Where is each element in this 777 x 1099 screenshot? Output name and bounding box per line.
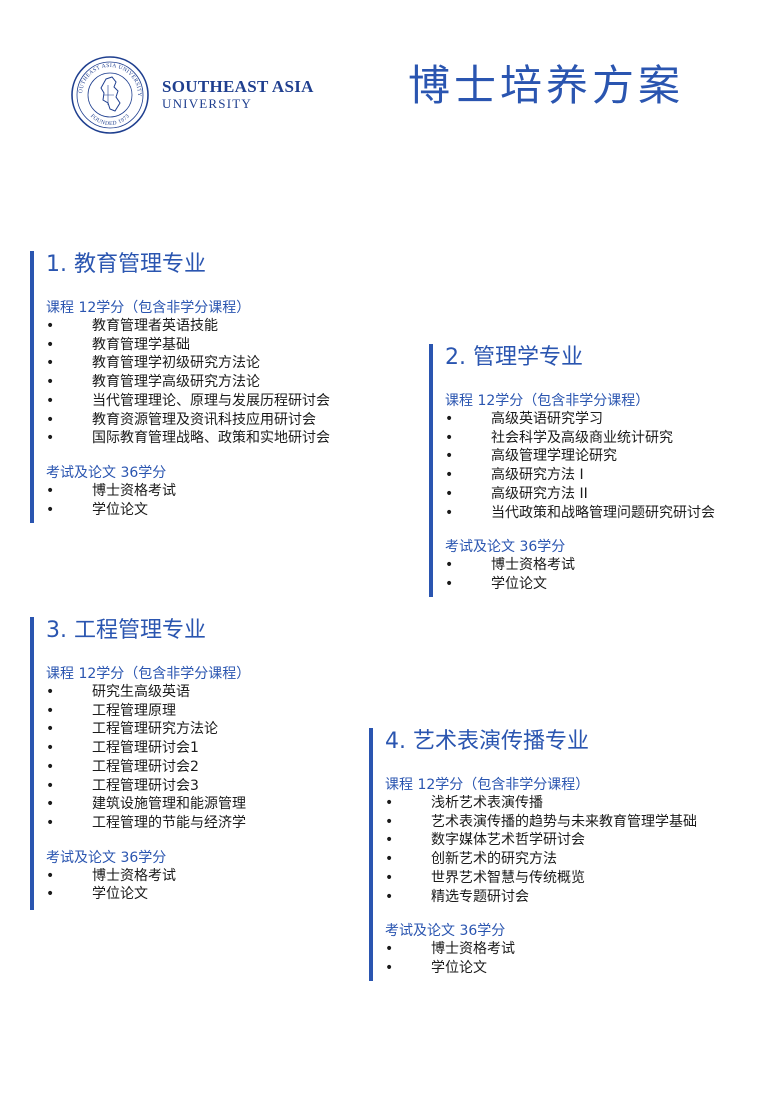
list-item: 教育管理学基础 — [46, 336, 426, 355]
section-title: 4. 艺术表演传播专业 — [385, 729, 589, 754]
list-item: 建筑设施管理和能源管理 — [46, 795, 346, 814]
section-engineering-management: 3. 工程管理专业 课程 12学分（包含非学分课程） 研究生高级英语 工程管理原… — [30, 617, 346, 910]
section-education-management: 1. 教育管理专业 课程 12学分（包含非学分课程） 教育管理者英语技能 教育管… — [30, 251, 426, 523]
courses-heading: 课程 12学分（包含非学分课程） — [385, 777, 590, 793]
list-item: 博士资格考试 — [385, 940, 765, 959]
list-item: 教育管理学初级研究方法论 — [46, 354, 426, 373]
university-logo: SOUTHEAST ASIA UNIVERSITY FOUNDED 1973 S… — [70, 55, 350, 135]
exam-list: 博士资格考试 学位论文 — [445, 556, 775, 593]
list-item: 高级管理学理论研究 — [445, 447, 775, 466]
section-title: 2. 管理学专业 — [445, 345, 583, 370]
seal-bottom-text: FOUNDED 1973 — [89, 113, 131, 127]
course-list: 研究生高级英语 工程管理原理 工程管理研究方法论 工程管理研讨会1 工程管理研讨… — [46, 683, 346, 833]
list-item: 浅析艺术表演传播 — [385, 794, 765, 813]
list-item: 工程管理研讨会1 — [46, 739, 346, 758]
list-item: 高级研究方法 I — [445, 466, 775, 485]
course-list: 高级英语研究学习 社会科学及高级商业统计研究 高级管理学理论研究 高级研究方法 … — [445, 410, 775, 522]
exam-heading: 考试及论文 36学分 — [46, 849, 167, 866]
list-item: 当代管理理论、原理与发展历程研讨会 — [46, 392, 426, 411]
list-item: 数字媒体艺术哲学研讨会 — [385, 831, 765, 850]
section-performing-arts-communication: 4. 艺术表演传播专业 课程 12学分（包含非学分课程） 浅析艺术表演传播 艺术… — [369, 728, 765, 981]
list-item: 精选专题研讨会 — [385, 888, 765, 907]
list-item: 学位论文 — [46, 885, 346, 904]
university-name-line2: UNIVERSITY — [162, 96, 252, 111]
list-item: 学位论文 — [46, 501, 426, 520]
exam-heading: 考试及论文 36学分 — [46, 464, 167, 481]
list-item: 教育管理学高级研究方法论 — [46, 373, 426, 392]
section-title: 1. 教育管理专业 — [46, 252, 206, 277]
section-management: 2. 管理学专业 课程 12学分（包含非学分课程） 高级英语研究学习 社会科学及… — [429, 344, 775, 597]
course-list: 教育管理者英语技能 教育管理学基础 教育管理学初级研究方法论 教育管理学高级研究… — [46, 317, 426, 448]
list-item: 世界艺术智慧与传统概览 — [385, 869, 765, 888]
list-item: 当代政策和战略管理问题研究研讨会 — [445, 504, 775, 523]
exam-heading: 考试及论文 36学分 — [445, 539, 566, 556]
courses-heading: 课程 12学分（包含非学分课程） — [46, 666, 251, 682]
university-seal-icon: SOUTHEAST ASIA UNIVERSITY FOUNDED 1973 — [70, 55, 149, 134]
list-item: 工程管理研讨会3 — [46, 777, 346, 796]
university-name-line1: SOUTHEAST ASIA — [162, 77, 314, 96]
svg-text:FOUNDED 1973: FOUNDED 1973 — [89, 113, 131, 127]
list-item: 高级研究方法 II — [445, 485, 775, 504]
list-item: 国际教育管理战略、政策和实地研讨会 — [46, 429, 426, 448]
page-title: 博士培养方案 — [408, 61, 685, 110]
list-item: 研究生高级英语 — [46, 683, 346, 702]
courses-heading: 课程 12学分（包含非学分课程） — [445, 393, 650, 409]
list-item: 博士资格考试 — [445, 556, 775, 575]
list-item: 社会科学及高级商业统计研究 — [445, 429, 775, 448]
list-item: 工程管理的节能与经济学 — [46, 814, 346, 833]
courses-heading: 课程 12学分（包含非学分课程） — [46, 300, 251, 316]
exam-list: 博士资格考试 学位论文 — [385, 940, 765, 977]
exam-heading: 考试及论文 36学分 — [385, 923, 506, 940]
list-item: 博士资格考试 — [46, 482, 426, 501]
list-item: 博士资格考试 — [46, 867, 346, 886]
list-item: 工程管理原理 — [46, 702, 346, 721]
course-list: 浅析艺术表演传播 艺术表演传播的趋势与未来教育管理学基础 数字媒体艺术哲学研讨会… — [385, 794, 765, 906]
list-item: 工程管理研究方法论 — [46, 720, 346, 739]
list-item: 艺术表演传播的趋势与未来教育管理学基础 — [385, 813, 765, 832]
list-item: 创新艺术的研究方法 — [385, 850, 765, 869]
exam-list: 博士资格考试 学位论文 — [46, 867, 346, 904]
list-item: 教育管理者英语技能 — [46, 317, 426, 336]
list-item: 学位论文 — [385, 959, 765, 978]
list-item: 教育资源管理及资讯科技应用研讨会 — [46, 411, 426, 430]
section-title: 3. 工程管理专业 — [46, 618, 206, 643]
list-item: 高级英语研究学习 — [445, 410, 775, 429]
university-name: SOUTHEAST ASIA UNIVERSITY — [162, 78, 314, 112]
list-item: 工程管理研讨会2 — [46, 758, 346, 777]
list-item: 学位论文 — [445, 575, 775, 594]
exam-list: 博士资格考试 学位论文 — [46, 482, 426, 519]
